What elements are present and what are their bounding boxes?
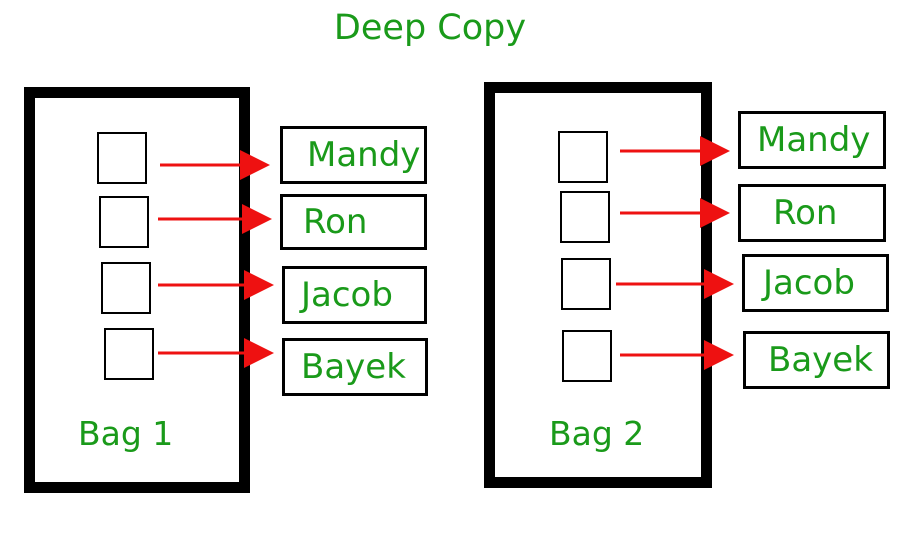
bag-1-item-mandy-text: Mandy [307, 135, 421, 175]
bag-1-item-ron-text: Ron [303, 202, 368, 242]
bag-2-item-bayek: Bayek [743, 331, 890, 389]
bag-1-item-bayek: Bayek [282, 338, 428, 396]
bag-1-slot-3 [101, 262, 151, 314]
bag-2-item-jacob: Jacob [742, 254, 889, 312]
bag-2-item-mandy: Mandy [738, 111, 886, 169]
bag-2-slot-1 [558, 131, 608, 183]
bag-1-item-bayek-text: Bayek [301, 347, 406, 387]
bag-2-item-bayek-text: Bayek [768, 340, 873, 380]
bag-2-item-jacob-text: Jacob [763, 263, 855, 303]
bag-1-item-jacob: Jacob [282, 266, 427, 324]
bag-1-label: Bag 1 [78, 414, 174, 453]
bag-1-item-mandy: Mandy [280, 126, 427, 184]
bag-2-slot-2 [560, 191, 610, 243]
bag-1-slot-4 [104, 328, 154, 380]
bag-1-slot-1 [97, 132, 147, 184]
bag-2-item-ron-text: Ron [773, 193, 838, 233]
bag-2-item-mandy-text: Mandy [757, 120, 871, 160]
bag-2-label: Bag 2 [549, 414, 645, 453]
bag-2-item-ron: Ron [738, 184, 886, 242]
bag-1-slot-2 [99, 196, 149, 248]
bag-1-item-ron: Ron [280, 194, 427, 250]
bag-2-slot-3 [561, 258, 611, 310]
bag-1-item-jacob-text: Jacob [301, 275, 393, 315]
bag-2-slot-4 [562, 330, 612, 382]
diagram-title: Deep Copy [333, 8, 527, 48]
